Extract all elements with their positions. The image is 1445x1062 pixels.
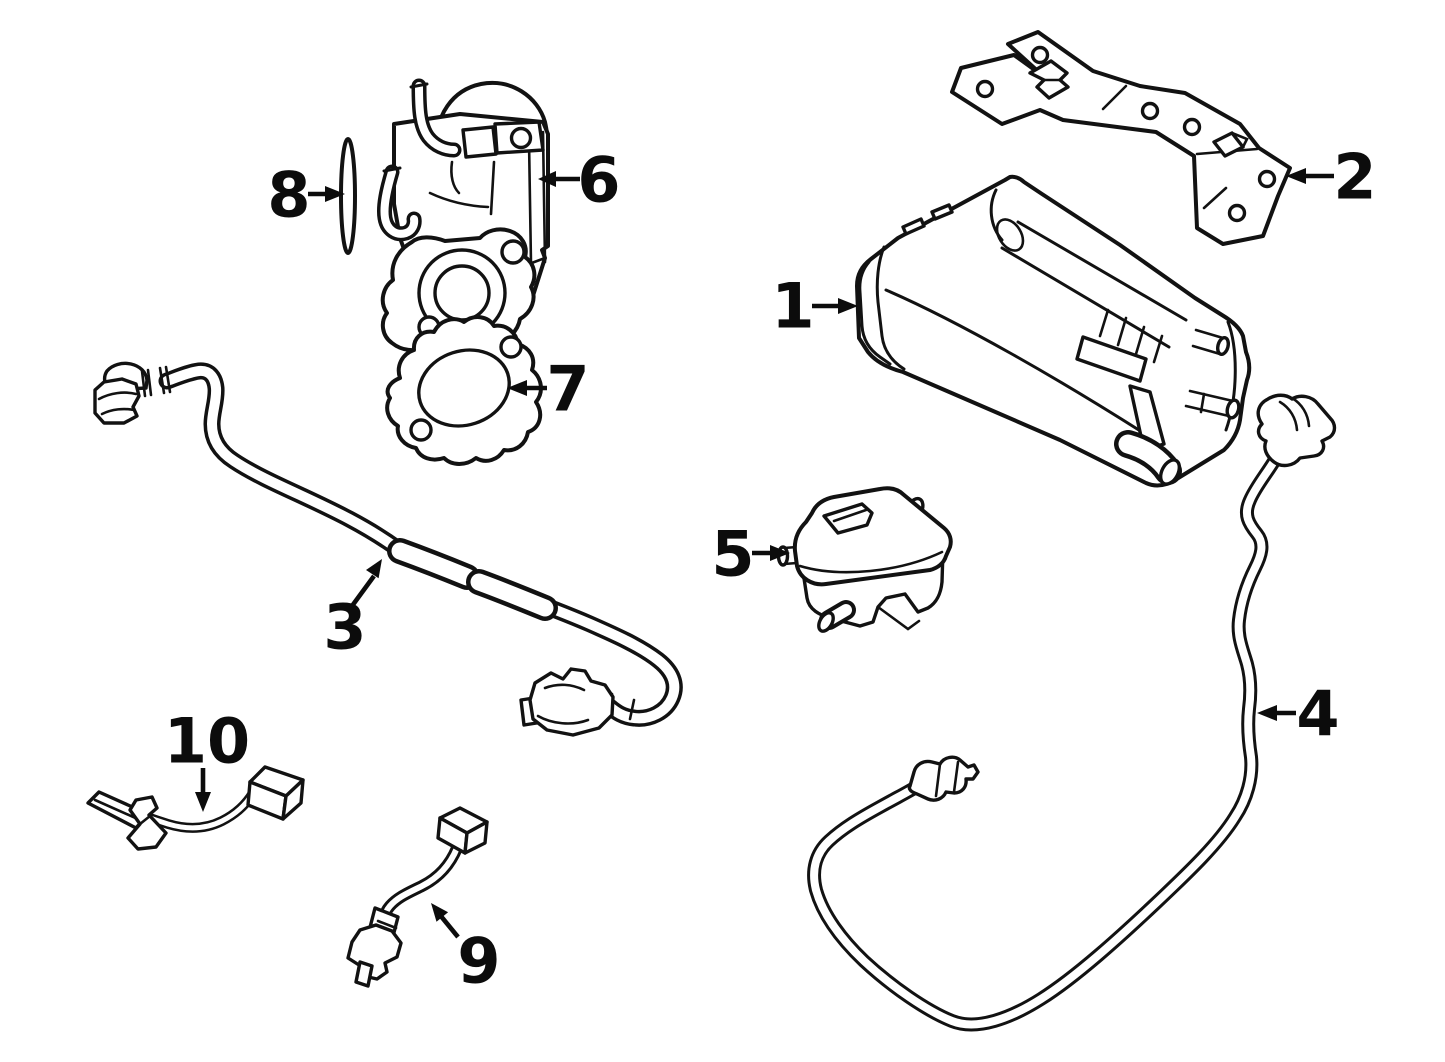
callout-4[interactable]: 4: [1257, 678, 1340, 751]
callout-5-arrow-icon: [770, 545, 790, 561]
callout-10[interactable]: 10: [164, 705, 250, 813]
callout-4-arrow-icon: [1257, 705, 1277, 721]
callout-5[interactable]: 5: [711, 518, 790, 591]
purge-hose-drawing: [93, 361, 683, 737]
vapor-canister-drawing: [855, 174, 1252, 488]
callout-5-number[interactable]: 5: [711, 518, 754, 591]
vent-hose-drawing: [807, 393, 1337, 1032]
leak-detection-pump-drawing: [776, 486, 953, 633]
callout-4-number[interactable]: 4: [1296, 678, 1339, 751]
callout-3[interactable]: 3: [323, 559, 382, 664]
callout-1-number[interactable]: 1: [771, 270, 814, 343]
egr-oring-drawing: [339, 137, 357, 255]
callout-10-number[interactable]: 10: [164, 705, 250, 778]
callout-6-number[interactable]: 6: [577, 144, 620, 217]
callout-2[interactable]: 2: [1286, 141, 1377, 214]
callout-7-number[interactable]: 7: [546, 353, 589, 426]
callout-2-arrow-icon: [1286, 168, 1306, 184]
oxygen-sensor-drawing: [346, 806, 489, 988]
callout-9-arrow-icon: [431, 903, 449, 922]
callout-6-arrow-icon: [538, 171, 556, 187]
callout-1[interactable]: 1: [771, 270, 858, 343]
egr-gasket-drawing: [385, 315, 543, 466]
callout-7-arrow-icon: [507, 380, 527, 396]
callout-7[interactable]: 7: [507, 353, 590, 426]
callout-9[interactable]: 9: [431, 903, 501, 998]
callout-6[interactable]: 6: [538, 144, 621, 217]
egr-valve-drawing: [377, 78, 550, 361]
callout-3-arrow-shaft: [350, 574, 376, 608]
callout-9-number[interactable]: 9: [457, 925, 500, 998]
callout-1-arrow-icon: [838, 298, 858, 314]
callout-9-arrow-shaft: [438, 913, 460, 939]
callout-8-arrow-icon: [325, 186, 345, 202]
callout-3-number[interactable]: 3: [323, 591, 366, 664]
sensor-harness-drawing: [86, 765, 305, 851]
callout-3-arrow-icon: [366, 559, 382, 579]
mounting-bracket-drawing: [950, 30, 1292, 246]
callout-10-arrow-icon: [195, 792, 211, 812]
callout-8-number[interactable]: 8: [267, 159, 310, 232]
callout-2-number[interactable]: 2: [1333, 141, 1376, 214]
callout-8[interactable]: 8: [267, 159, 345, 232]
